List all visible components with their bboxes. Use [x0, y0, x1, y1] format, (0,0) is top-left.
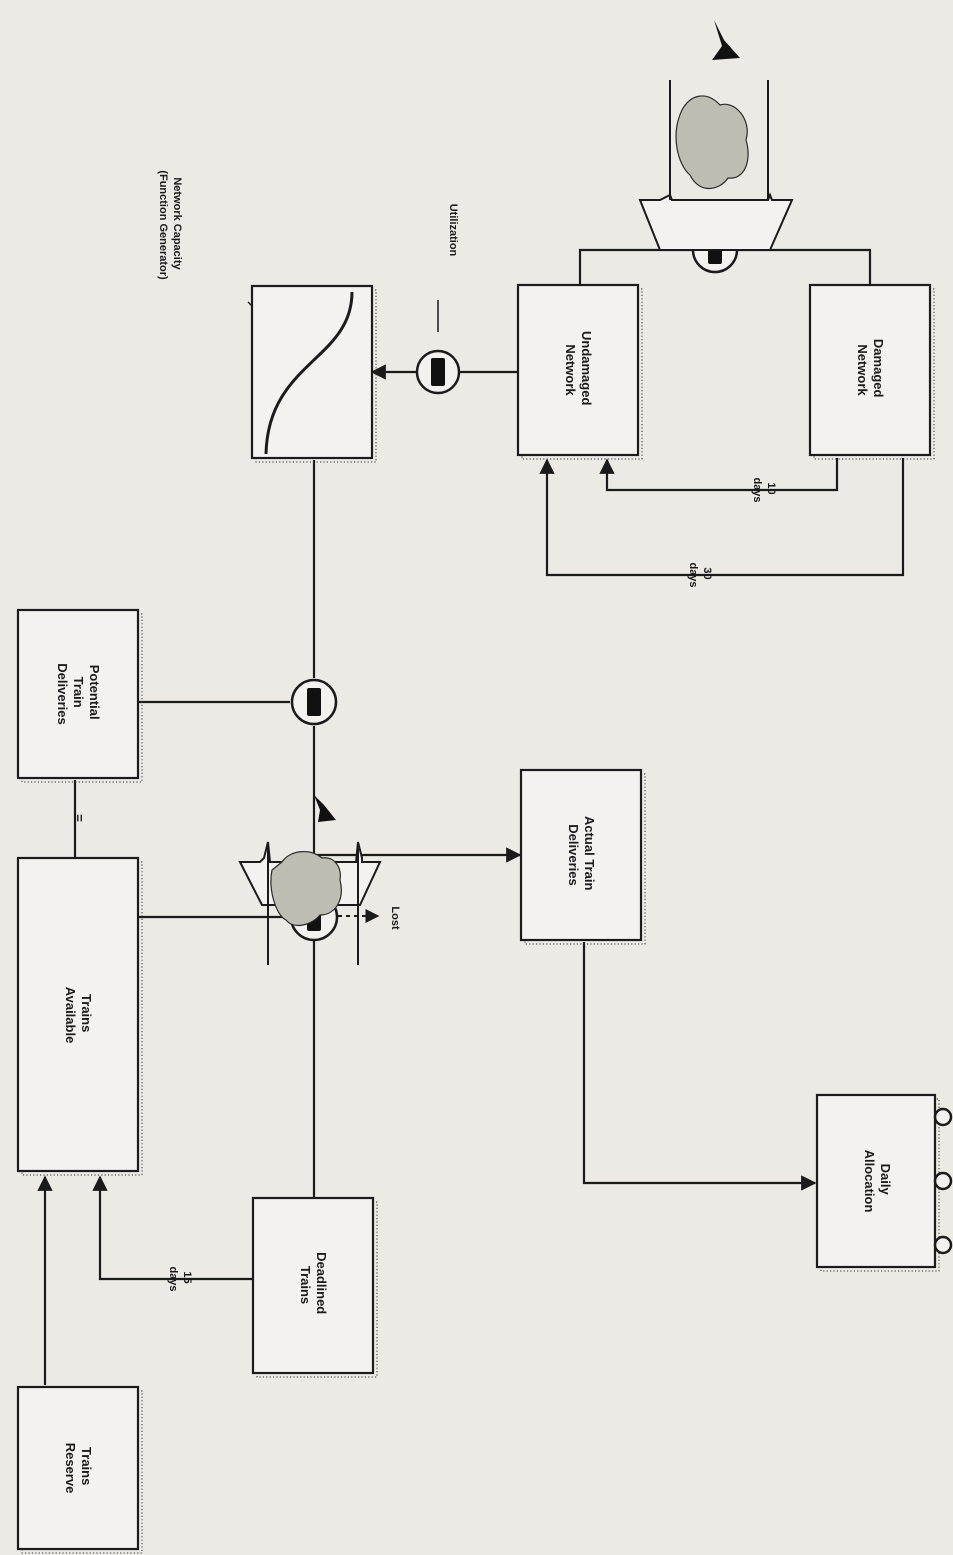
damage-valve-to-damaged-line — [737, 250, 870, 285]
output-port-3 — [935, 1237, 951, 1253]
actual-to-daily-allocation-arrow — [584, 942, 815, 1183]
trains-reserve-label: Trains Reserve — [63, 1443, 94, 1494]
bomb-damage-input-network — [640, 20, 792, 250]
utilization-label: Utilization — [447, 204, 459, 257]
undamaged-to-damage-valve-line — [580, 250, 693, 285]
actual-train-deliveries-label: Actual Train Deliveries — [566, 816, 597, 894]
utilization-valve — [417, 351, 459, 393]
funnel-rim — [640, 195, 792, 250]
delivery-valve — [292, 680, 336, 724]
damaged-network-label: Damaged Network — [855, 339, 886, 401]
trains-available-label: Trains Available — [63, 987, 94, 1044]
block-potential-train-deliveries: Potential Train Deliveries — [18, 610, 142, 782]
bomb-arrow-icon — [314, 795, 336, 822]
connectors — [45, 250, 903, 1385]
block-damaged-network: Damaged Network — [810, 285, 934, 459]
block-deadlined-trains: Deadlined Trains — [253, 1198, 377, 1377]
block-actual-train-deliveries: Actual Train Deliveries — [521, 770, 645, 944]
block-function-generator — [252, 286, 376, 462]
output-port-1 — [935, 1109, 951, 1125]
valve-to-actual-deliveries-arrow — [314, 726, 520, 855]
damaged-to-undamaged-30days-arrow — [547, 458, 903, 575]
equals-sign: = — [72, 814, 87, 822]
rubble-icon — [676, 96, 748, 189]
lost-label: Lost — [389, 906, 401, 930]
bomb-damage-input-trains — [240, 795, 380, 965]
block-undamaged-network: Undamaged Network — [518, 285, 642, 459]
output-port-2 — [935, 1173, 951, 1189]
block-trains-reserve: Trains Reserve — [18, 1387, 142, 1553]
block-trains-available: Trains Available — [18, 858, 142, 1175]
block-daily-allocation: Daily Allocation — [817, 1095, 951, 1271]
deadlined-to-available-arrow — [100, 1177, 253, 1279]
bomb-arrow-icon — [712, 20, 740, 60]
network-capacity-label: Network Capacity (Function Generator) — [157, 170, 183, 280]
damaged-to-undamaged-10days-arrow — [607, 458, 837, 490]
